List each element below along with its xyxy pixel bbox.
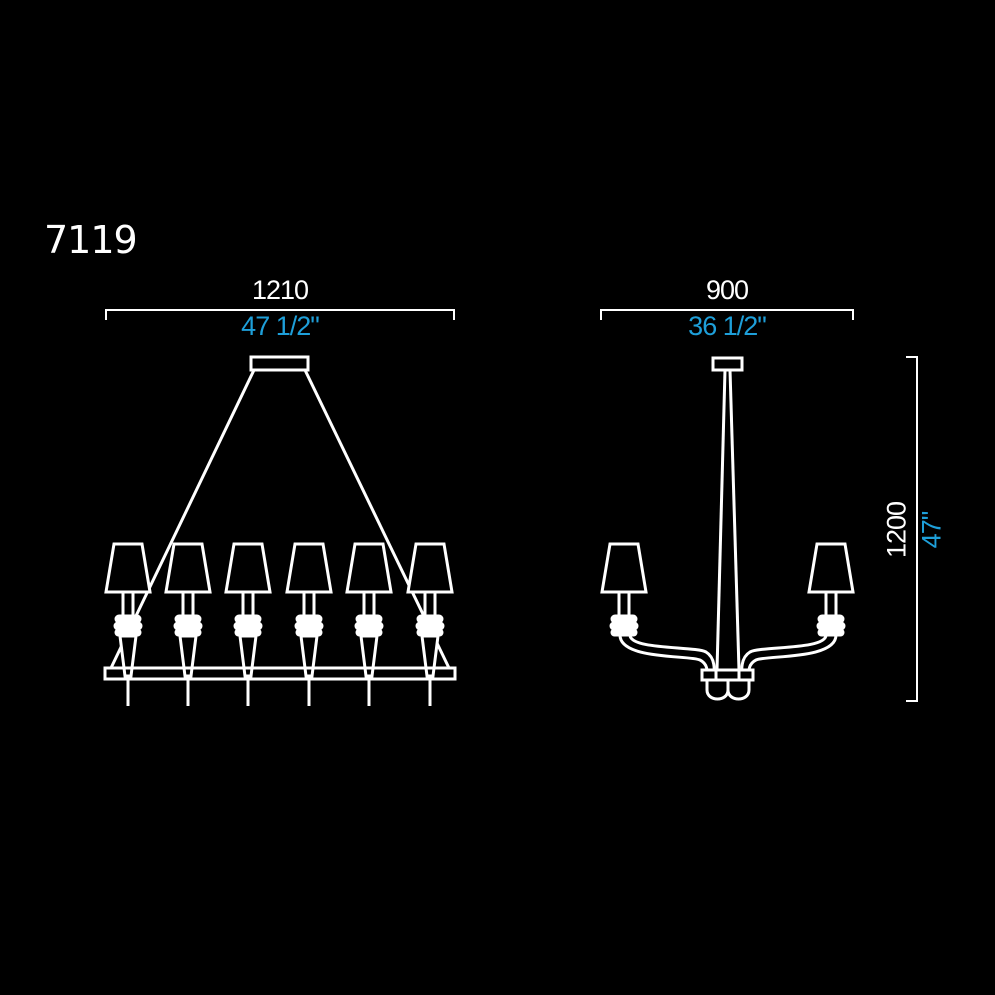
height-dimension-bracket <box>906 356 918 702</box>
side-view-drawing <box>600 309 855 701</box>
front-width-mm: 1210 <box>251 275 309 305</box>
model-code: 7119 <box>44 218 138 262</box>
front-view-drawing <box>103 309 457 706</box>
side-width-mm: 900 <box>705 275 749 305</box>
side-width-in: 36 1/2" <box>688 311 767 341</box>
front-width-in: 47 1/2" <box>241 311 320 341</box>
